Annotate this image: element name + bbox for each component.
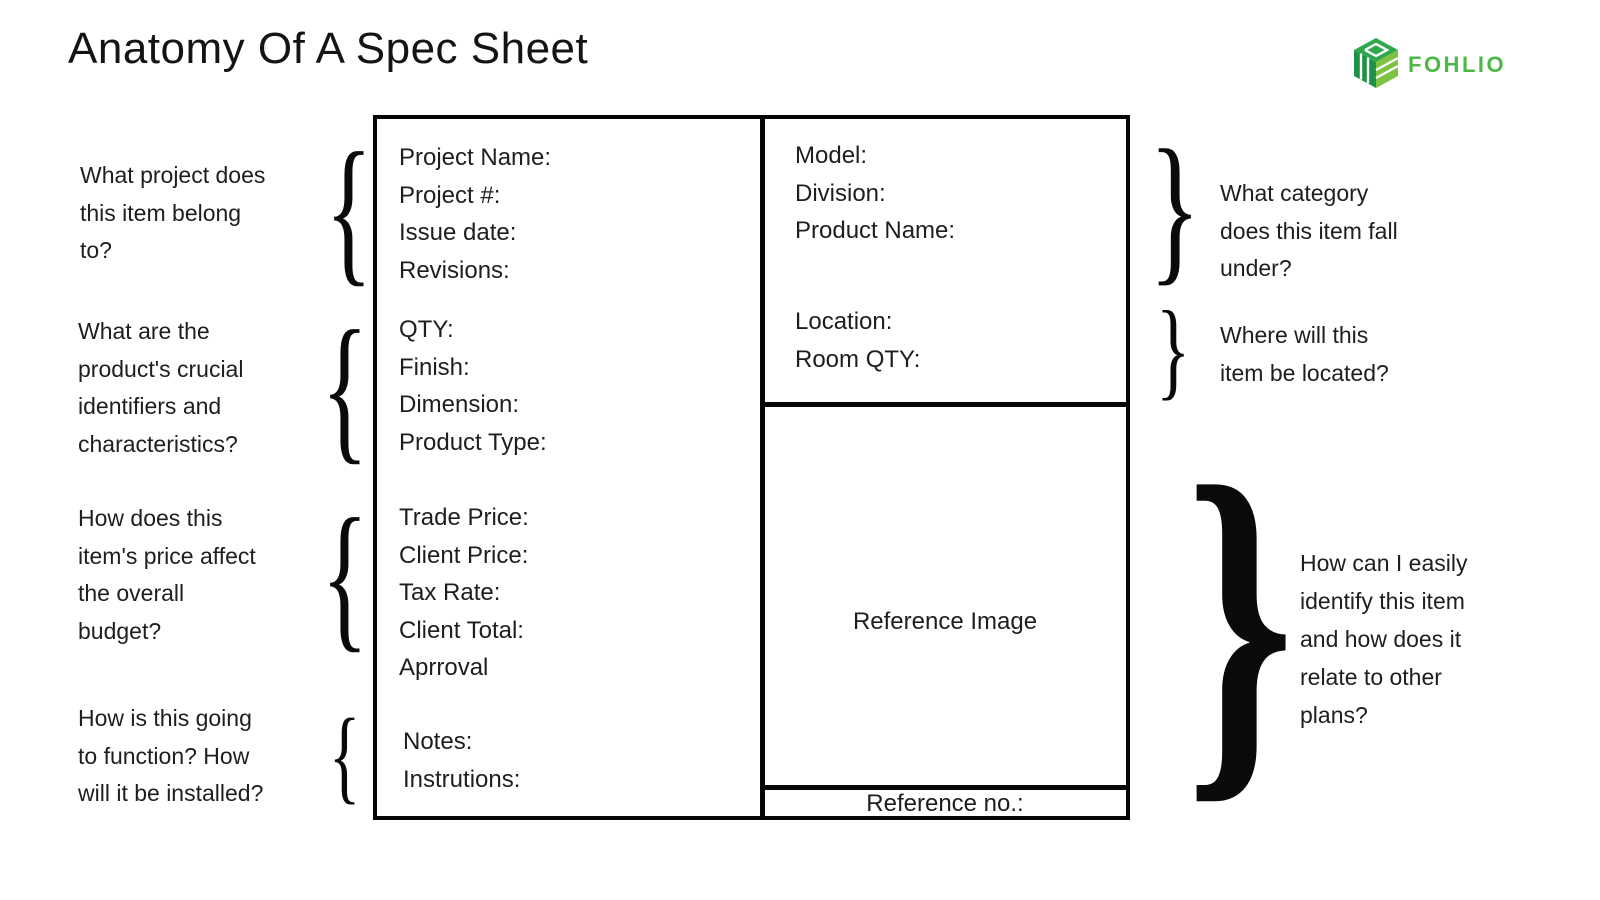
field-group-category: Model: Division: Product Name:	[795, 137, 955, 250]
annotation-category: What category does this item fall under?	[1220, 175, 1398, 288]
annotation-line: What project does	[80, 162, 266, 188]
annotation-line: relate to other	[1300, 664, 1442, 690]
brace-category: }	[1149, 115, 1201, 300]
field-label: Room QTY:	[795, 345, 921, 373]
field-label: Issue date:	[399, 219, 517, 246]
field-label: Client Price:	[399, 541, 529, 569]
annotation-line: What are the	[78, 318, 210, 344]
field-label: Division:	[795, 179, 886, 207]
field-label: Trade Price:	[399, 504, 529, 531]
column-divider	[760, 118, 765, 817]
reference-no-divider	[764, 785, 1126, 790]
field-label: Aprroval	[399, 654, 489, 681]
reference-image-label: Reference Image	[852, 608, 1038, 635]
annotation-line: characteristics?	[78, 430, 238, 457]
reference-no-label: Reference no.:	[866, 790, 1024, 817]
field-group-location: Location: Room QTY:	[795, 303, 920, 378]
annotation-identifiers: What are the product's crucial identifie…	[78, 313, 243, 463]
annotation-line: How can I easily	[1300, 550, 1468, 576]
annotation-line: will it be installed?	[78, 780, 264, 806]
annotation-line: Where will this	[1220, 322, 1369, 348]
annotation-project: What project does this item belong to?	[80, 157, 265, 270]
brace-function: {	[329, 697, 361, 814]
page-title: Anatomy Of A Spec Sheet	[68, 24, 589, 73]
field-label: Model:	[795, 142, 868, 169]
field-label: Project Name:	[399, 144, 552, 171]
brand-name: FOHLIO	[1408, 52, 1507, 77]
reference-image-top-divider	[764, 402, 1126, 407]
field-label: Project #:	[399, 181, 501, 209]
annotation-line: and how does it	[1300, 626, 1462, 652]
annotation-function: How is this going to function? How will …	[78, 700, 263, 813]
annotation-line: identifiers and	[78, 393, 222, 419]
spec-sheet-frame	[373, 115, 1130, 820]
annotation-line: product's crucial	[78, 355, 244, 382]
brace-reference: }	[1185, 409, 1295, 834]
field-label: Revisions:	[399, 256, 510, 284]
annotation-line: How does this	[78, 505, 223, 531]
annotation-line: under?	[1220, 255, 1292, 281]
field-label: Dimension:	[399, 391, 520, 418]
brace-location: }	[1155, 289, 1191, 411]
annotation-line: How is this going	[78, 705, 252, 731]
brace-price: {	[321, 484, 369, 666]
annotation-line: to?	[80, 237, 112, 263]
annotation-price: How does this item's price affect the ov…	[78, 500, 256, 650]
field-group-price: Trade Price: Client Price: Tax Rate: Cli…	[399, 499, 529, 687]
field-group-project: Project Name: Project #: Issue date: Rev…	[399, 139, 551, 289]
field-label: Client Total:	[399, 616, 524, 644]
fohlio-cube-icon	[1354, 38, 1399, 88]
annotation-reference: How can I easily identify this item and …	[1300, 544, 1467, 734]
annotation-location: Where will this item be located?	[1220, 317, 1389, 392]
field-group-notes: Notes: Instrutions:	[403, 723, 520, 798]
annotation-line: item be located?	[1220, 359, 1389, 386]
annotation-line: plans?	[1300, 702, 1368, 728]
annotation-line: identify this item	[1300, 588, 1465, 614]
annotation-line: What category	[1220, 180, 1369, 206]
annotation-line: to function? How	[78, 742, 250, 769]
brace-identifiers: {	[321, 296, 369, 478]
field-label: Location:	[795, 308, 893, 335]
annotation-line: the overall	[78, 580, 185, 606]
field-label: Tax Rate:	[399, 579, 501, 606]
field-label: Notes:	[403, 728, 473, 755]
brace-project: {	[325, 118, 373, 300]
annotation-line: item's price affect	[78, 542, 256, 569]
field-label: QTY:	[399, 316, 454, 343]
field-label: Product Name:	[795, 217, 956, 244]
field-group-identifiers: QTY: Finish: Dimension: Product Type:	[399, 311, 547, 461]
field-label: Product Type:	[399, 428, 547, 456]
annotation-line: this item belong	[80, 199, 242, 226]
field-label: Instrutions:	[403, 765, 521, 793]
annotation-line: budget?	[78, 617, 162, 644]
annotation-line: does this item fall	[1220, 217, 1398, 244]
field-label: Finish:	[399, 353, 470, 381]
